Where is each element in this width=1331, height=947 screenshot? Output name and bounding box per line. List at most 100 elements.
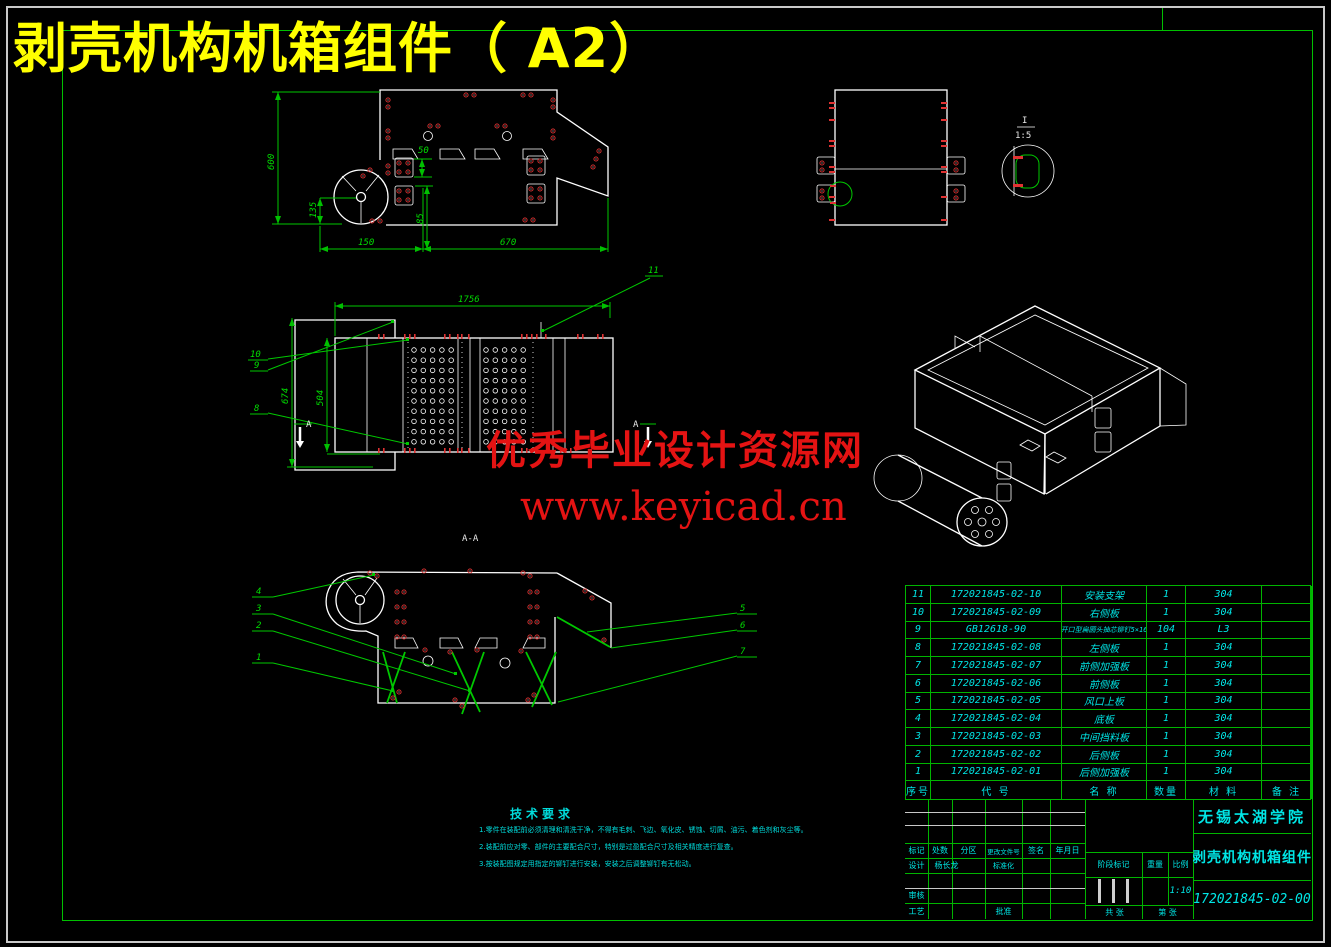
perforation-hole <box>439 367 445 374</box>
rivet-tick <box>383 448 385 453</box>
rivet-mark <box>589 595 595 601</box>
tb-label-signature: 签名 <box>1028 846 1044 855</box>
tb-label-approve: 批准 <box>995 906 1012 916</box>
rivet-tick <box>941 119 947 121</box>
rivet-mark <box>601 637 607 643</box>
rivet-tick <box>570 448 572 453</box>
rivet-tick <box>941 145 947 147</box>
rivet-mark <box>819 188 825 194</box>
rivet-tick <box>829 107 835 109</box>
part-row-no: 1 <box>906 763 931 782</box>
watermark-site-name: 优秀毕业设计资源网 <box>486 427 864 474</box>
parts-header-no: 序号 <box>906 781 931 799</box>
perforation-hole <box>501 428 508 435</box>
rivet-mark <box>525 697 531 703</box>
part-row-code: 172021845-02-04 <box>931 710 1062 728</box>
part-row-code: 172021845-02-08 <box>931 639 1062 657</box>
rivet-mark <box>520 92 526 98</box>
part-row-name: 后侧板 <box>1062 745 1147 764</box>
tb-label-change-file: 更改文件号 <box>987 847 1020 856</box>
perforation-hole <box>483 357 489 363</box>
tb-label-design: 设计 <box>908 861 925 870</box>
part-row-no: 8 <box>906 639 931 657</box>
part-row-name: 中间挡料板 <box>1062 728 1147 746</box>
tech-req-line-2: 2.装配前应对零、部件的主要配合尺寸，特别是过盈配合尺寸及相关精度进行复查。 <box>479 843 738 851</box>
part-row-name: 右侧板 <box>1062 603 1147 622</box>
rivet-tick <box>468 334 470 339</box>
part-row-mat: 304 <box>1186 728 1262 746</box>
rivet-tick <box>829 145 835 147</box>
tb-scale-value: 1:10 <box>1169 886 1192 896</box>
part-row-note <box>1262 763 1312 782</box>
detail-label: I <box>1022 116 1027 126</box>
rivet-mark <box>452 697 458 703</box>
rivet-mark <box>394 589 400 595</box>
perforation-hole <box>511 388 517 394</box>
rivet-tick <box>457 334 459 339</box>
perforation-hole <box>501 408 508 414</box>
part-row-note <box>1262 586 1312 604</box>
rivet-mark <box>435 123 441 129</box>
leader-5: 5 <box>740 604 745 614</box>
rivet-tick <box>378 448 380 453</box>
rivet-mark <box>394 634 400 640</box>
rivet-tick <box>941 196 947 198</box>
part-row-no: 11 <box>906 586 931 604</box>
rivet-tick <box>461 448 463 453</box>
leader-6: 6 <box>740 621 745 631</box>
perforation-hole <box>429 439 436 445</box>
perforation-hole <box>492 377 498 384</box>
perforation-hole <box>501 357 508 363</box>
rivet-tick <box>545 334 547 339</box>
perforation-hole <box>511 408 517 414</box>
part-row-qty: 1 <box>1147 710 1186 728</box>
rivet-mark <box>396 689 402 695</box>
perforation-hole <box>439 428 445 435</box>
part-row-code: 172021845-02-03 <box>931 728 1062 746</box>
rivet-mark <box>550 128 556 134</box>
isometric-view <box>873 305 1187 547</box>
rivet-mark <box>527 619 533 625</box>
rivet-tick <box>829 196 835 198</box>
roller-cap-hole <box>992 518 1000 526</box>
roller-cap-hole <box>985 530 993 538</box>
rivet-tick <box>536 334 538 339</box>
rivet-mark <box>405 169 411 175</box>
rivet-tick <box>457 448 459 453</box>
rivet-mark <box>522 217 528 223</box>
rivet-mark <box>459 703 465 709</box>
rivet-tick <box>941 171 947 173</box>
rivet-mark <box>534 589 540 595</box>
rivet-mark <box>537 195 543 201</box>
tb-drawing-number: 172021845-02-00 <box>1193 892 1311 907</box>
perforation-hole <box>483 408 489 414</box>
perforation-hole <box>420 357 426 363</box>
rivet-mark <box>385 135 391 141</box>
perforation-hole <box>420 408 426 414</box>
rivet-mark <box>401 589 407 595</box>
rivet-tick <box>521 334 523 339</box>
part-row-code: 172021845-02-02 <box>931 745 1062 764</box>
rivet-mark <box>463 92 469 98</box>
perforation-hole <box>511 418 517 425</box>
part-row-code: 172021845-02-07 <box>931 657 1062 675</box>
part-row-mat: 304 <box>1186 639 1262 657</box>
tb-designer-name: 杨长龙 <box>934 861 959 870</box>
rivet-tick <box>444 334 446 339</box>
dim-674: 674 <box>281 388 291 404</box>
front-view: 600 135 50 85 150 670 <box>267 89 609 252</box>
part-row-mat: L3 <box>1186 621 1262 640</box>
roller-cap-hole <box>985 506 993 514</box>
part-row-note <box>1262 674 1312 693</box>
section-letter-left: A <box>306 420 312 430</box>
perforation-hole <box>429 367 436 374</box>
tb-label-sheet-total: 共 张 <box>1105 907 1124 917</box>
roller-cap-hole <box>971 506 979 514</box>
rivet-mark <box>385 163 391 169</box>
rivet-tick <box>829 166 835 168</box>
rivet-mark <box>534 619 540 625</box>
rivet-tick <box>565 448 567 453</box>
perforation-hole <box>411 428 417 435</box>
rivet-tick <box>531 334 533 339</box>
parts-header-qty: 数量 <box>1147 781 1186 799</box>
